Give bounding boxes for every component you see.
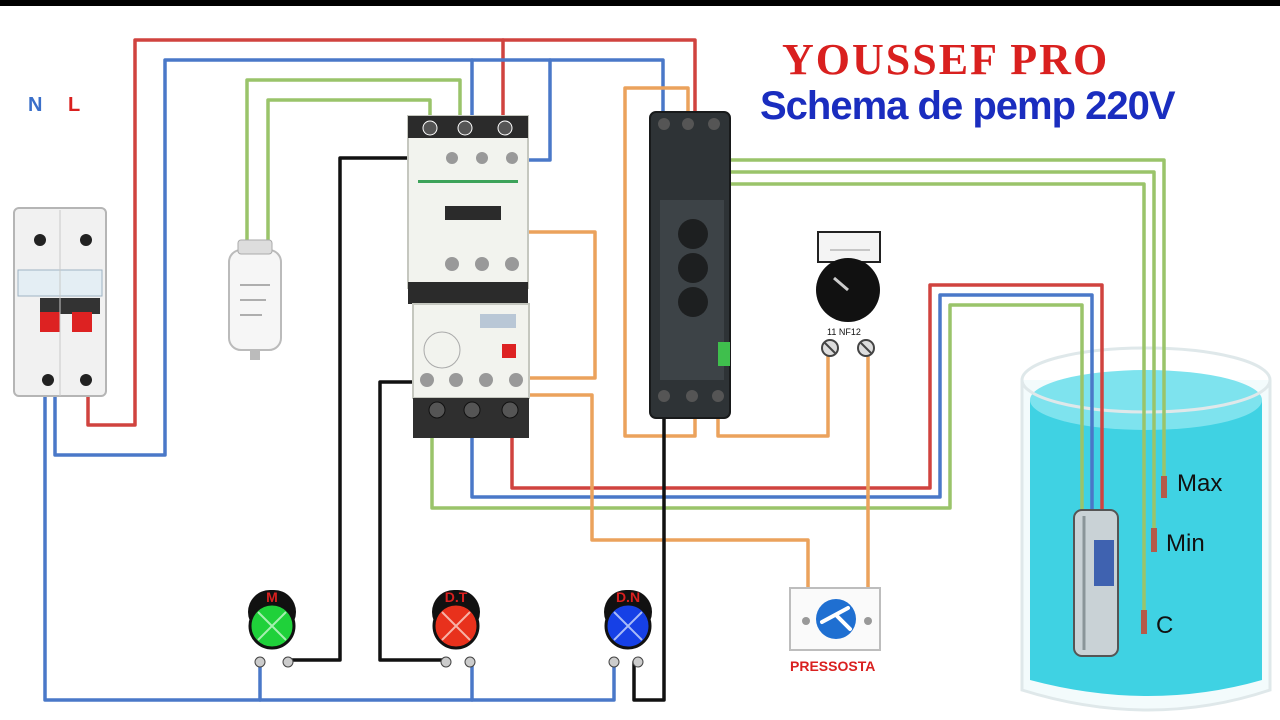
wire-blue-pump [470, 293, 1094, 612]
wire-green-cap1 [245, 78, 462, 242]
diagram-title: Schema de pemp 220V [760, 84, 1176, 128]
capacitor-icon [228, 239, 282, 360]
pressure-switch-icon [789, 587, 881, 651]
wire-green-cap2 [266, 98, 432, 242]
submersible-pump-icon [1073, 509, 1119, 657]
thermal-relay-icon [412, 303, 530, 438]
level-probes [1141, 476, 1167, 634]
level-relay-icon [649, 111, 731, 419]
water-tank [1020, 346, 1272, 712]
wire-red-supply [86, 38, 697, 427]
contactor-icon [407, 115, 529, 304]
pressure-gauge-icon [816, 231, 881, 357]
brand-title: YOUSSEF PRO [782, 35, 1110, 84]
line-label: L [68, 94, 81, 116]
wire-black-lamp-dn [632, 410, 666, 702]
circuit-breaker-icon [13, 207, 107, 397]
level-min-label: Min [1166, 530, 1205, 557]
wire-green-pump [430, 303, 1084, 612]
wire-blue-lamps [43, 393, 616, 702]
lamp-dn-icon [604, 590, 652, 668]
wire-orange-gauge [716, 350, 830, 438]
lamp-m-icon [248, 590, 296, 668]
top-border [0, 0, 1280, 6]
lamp-dn-label: D.N [615, 589, 641, 605]
wire-orange-relay [623, 86, 697, 438]
level-max-label: Max [1177, 470, 1223, 497]
neutral-label: N [28, 94, 43, 116]
wire-red-pump [510, 283, 1104, 612]
lamp-m-label: M [266, 589, 278, 605]
lamp-dt-label: D.T [444, 589, 468, 605]
level-common-label: C [1156, 612, 1174, 639]
wire-blue-supply [53, 58, 665, 457]
gauge-terminal-label: 11 NF12 [827, 327, 861, 337]
pressure-switch-label: PRESSOSTA [790, 658, 876, 674]
wire-black-lamp-dt [378, 380, 448, 662]
wire-black-lamp-m [286, 156, 454, 662]
lamp-dt-icon [432, 590, 480, 668]
